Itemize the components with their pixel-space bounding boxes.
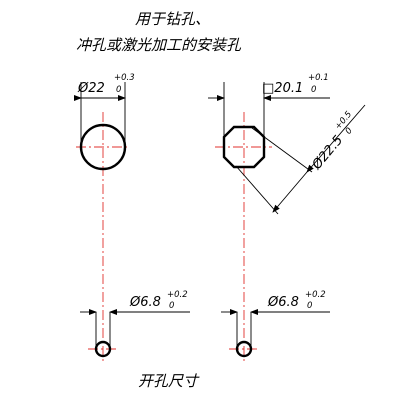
round-hole-tol-upper: +0.3 [114,73,135,83]
diag-ext-upper [251,127,313,173]
small-right-dim-text: Ø6.8 [267,295,299,310]
square-hole-outline [222,125,266,169]
square-tol-upper: +0.1 [308,73,329,83]
diag-ext-lower [235,165,279,215]
square-dim-text: □20.1 [262,81,303,96]
title-line-1: 用于钻孔、 [135,10,211,28]
left-hole-group: Ø22 +0.3 0 Ø6.8 +0.2 0 [74,73,190,362]
small-left-tol-lower: 0 [169,301,174,311]
right-hole-group: □20.1 +0.1 0 Ø22.5 +0.5 0 Ø6.8 +0.2 0 [208,73,366,362]
caption: 开孔尺寸 [138,372,199,390]
title-line-2: 冲孔或激光加工的安装孔 [76,36,242,54]
round-hole-dim-text: Ø22 [77,81,105,96]
diag-dim-label: Ø22.5 +0.5 0 [309,110,355,174]
small-right-tol-lower: 0 [307,301,312,311]
diag-dim-line [272,164,314,213]
square-tol-lower: 0 [311,85,316,95]
round-hole-tol-lower: 0 [116,85,121,95]
diag-dim-text: Ø22.5 [309,133,346,173]
diag-tol-lower: 0 [344,126,355,137]
small-left-tol-upper: +0.2 [167,290,188,300]
small-right-tol-upper: +0.2 [305,290,326,300]
diag-dim-leader [306,104,366,173]
small-left-dim-text: Ø6.8 [129,295,161,310]
